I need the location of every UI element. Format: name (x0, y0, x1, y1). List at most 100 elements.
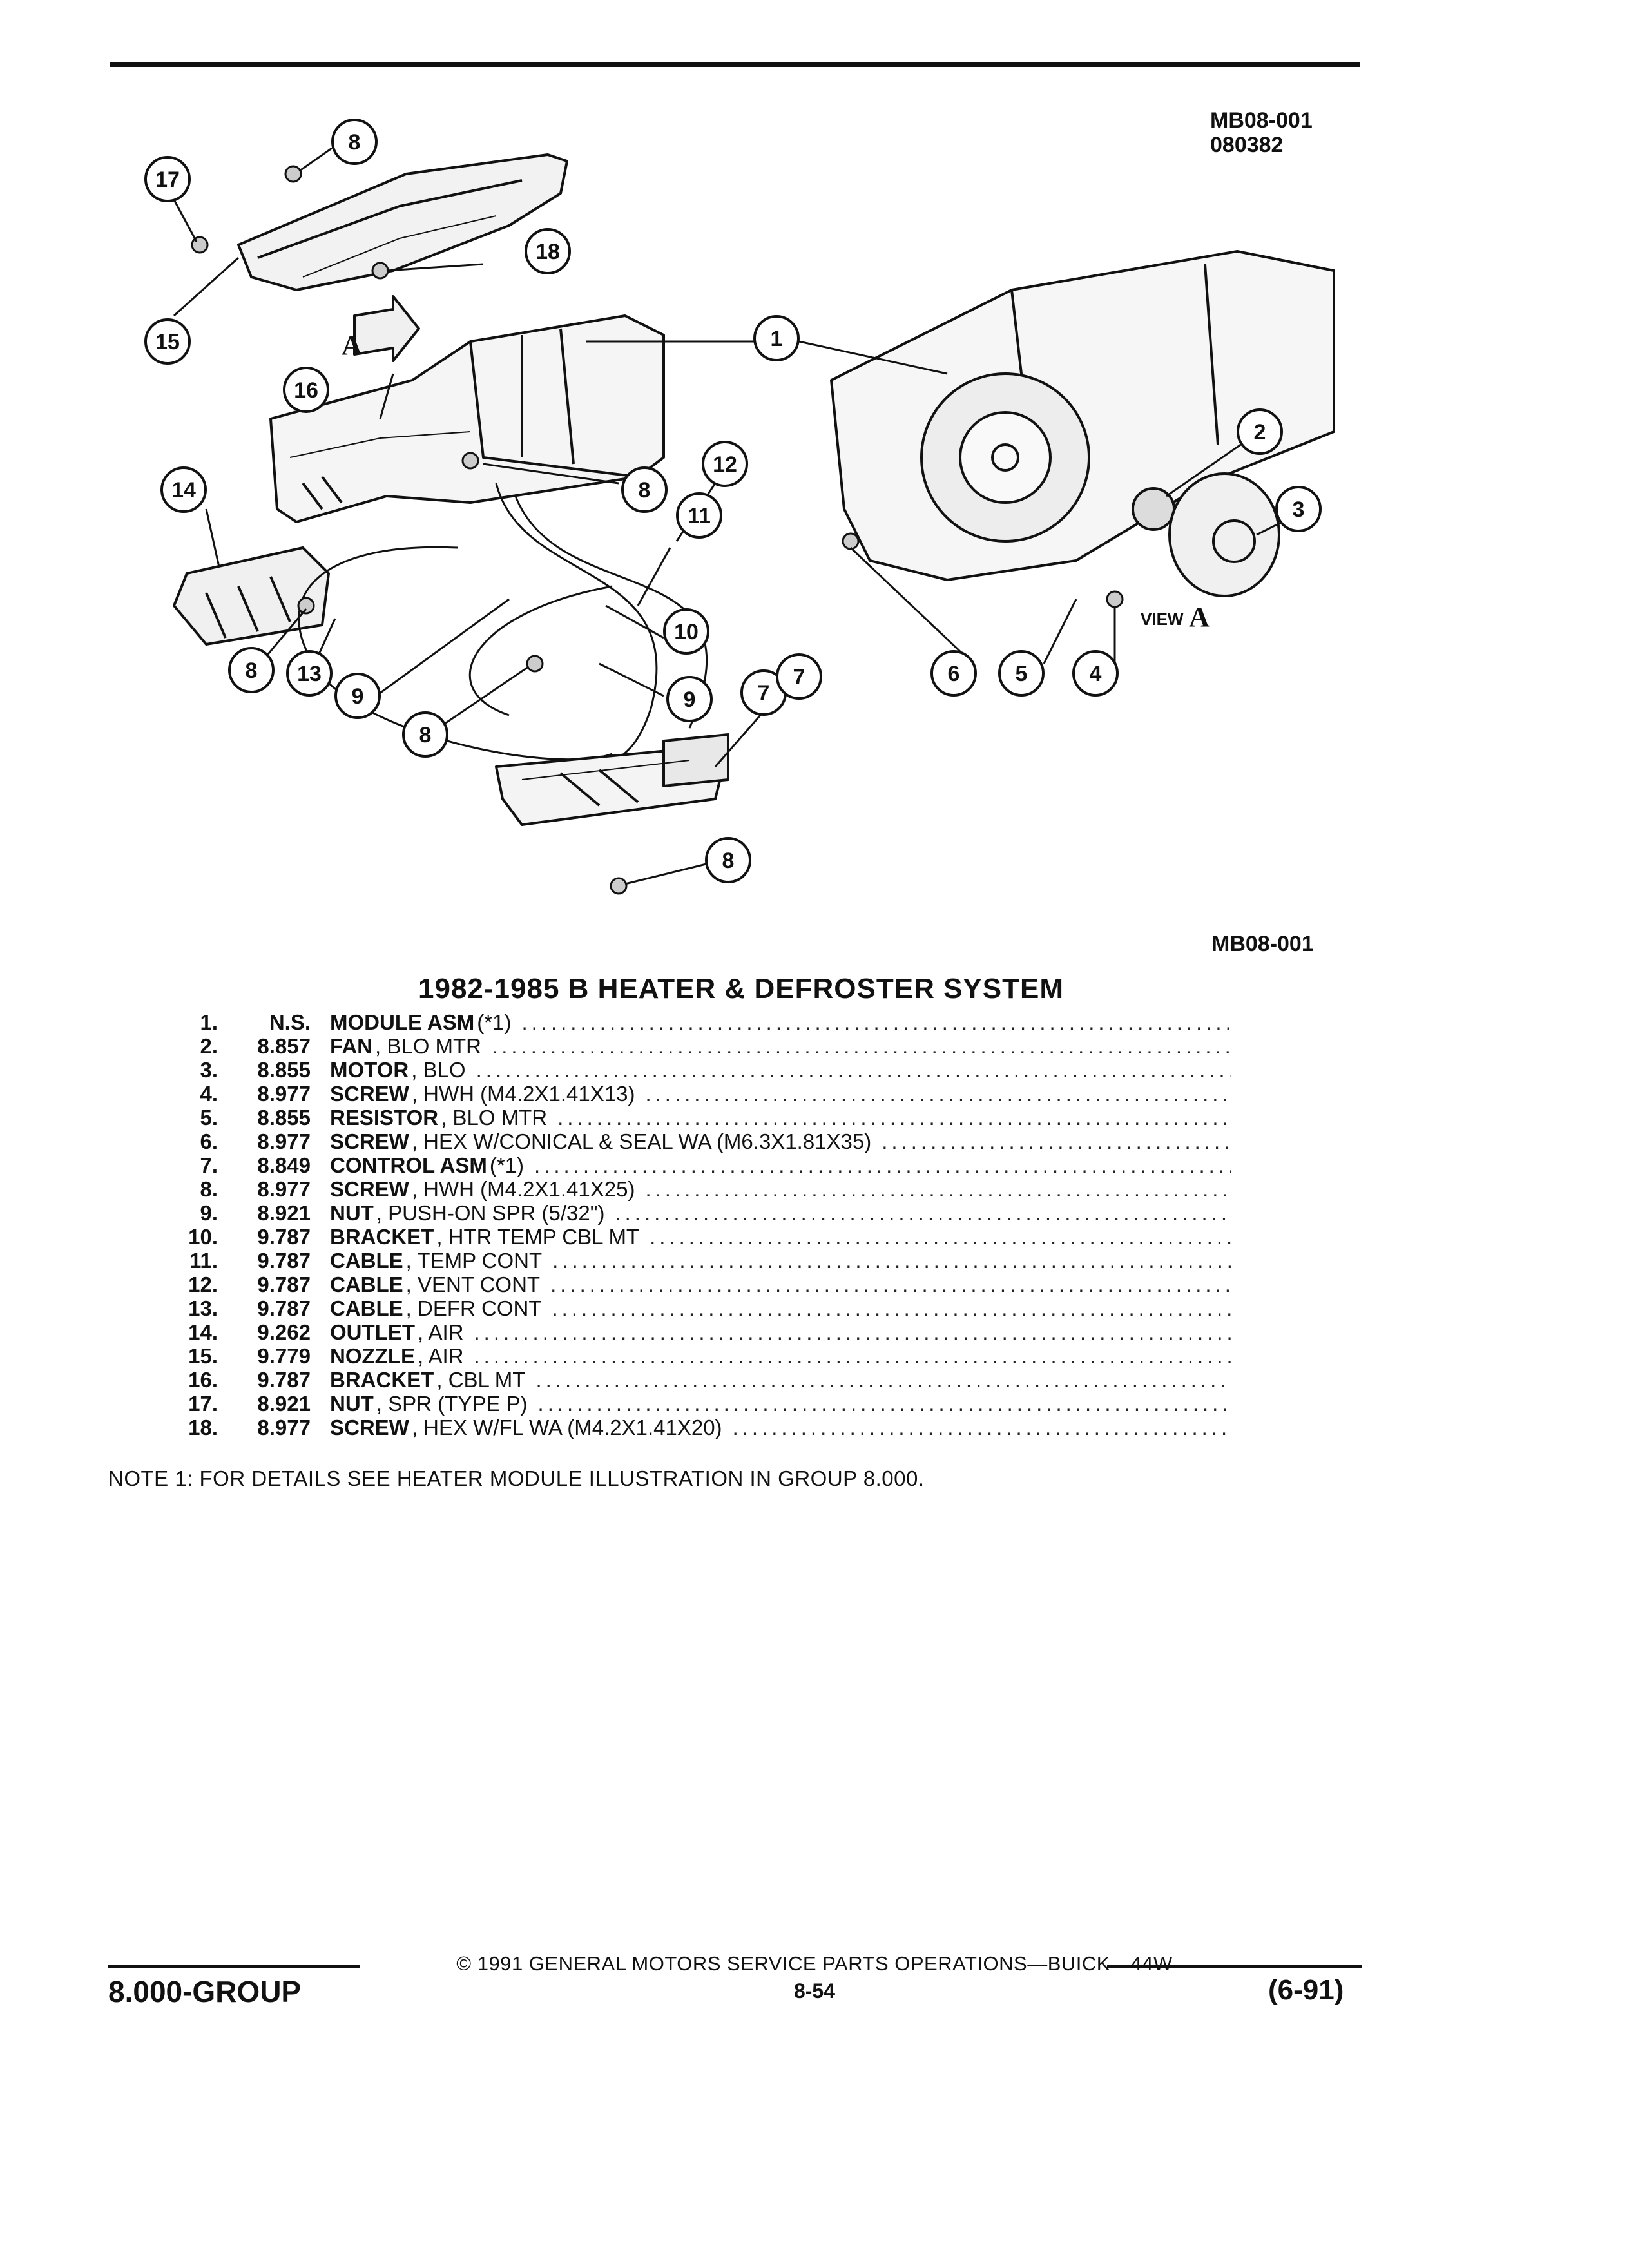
part-group: 8.977 (257, 1177, 311, 1201)
part-group: 9.779 (257, 1344, 311, 1368)
part-desc: , BLO MTR (441, 1106, 548, 1129)
part-group: 8.855 (257, 1058, 311, 1082)
footer-rule (108, 1965, 1362, 1968)
callout-17: 17 (155, 168, 180, 192)
part-row: 1.N.S.MODULE ASM(*1) (148, 1010, 1231, 1034)
part-desc: , DEFR CONT (405, 1296, 542, 1320)
callout-13: 13 (297, 662, 322, 686)
leader-dots (882, 1129, 1231, 1154)
leader-dots (550, 1273, 1231, 1297)
part-desc: , BLO MTR (375, 1034, 482, 1058)
leader-dots (476, 1058, 1231, 1082)
leader-dots (552, 1296, 1231, 1321)
callout-18: 18 (535, 240, 560, 264)
part-number: 10. (188, 1225, 218, 1249)
part-name: BRACKET (330, 1225, 434, 1249)
part-name: RESISTOR (330, 1106, 439, 1129)
part-name: SCREW (330, 1416, 409, 1439)
page-number: 8-54 (793, 1979, 836, 2003)
part-group: 8.849 (257, 1153, 311, 1177)
leader-dots (557, 1106, 1231, 1130)
part-name: OUTLET (330, 1320, 415, 1344)
part-name: SCREW (330, 1129, 409, 1153)
part-name: BRACKET (330, 1368, 434, 1392)
part-number: 15. (188, 1344, 218, 1368)
leader-dots (474, 1344, 1231, 1369)
leader-dots (521, 1010, 1231, 1035)
part-group: 9.787 (257, 1273, 311, 1296)
callout-6: 6 (948, 662, 960, 686)
top-rule (110, 62, 1360, 67)
part-number: 16. (188, 1368, 218, 1392)
leader-dots (615, 1201, 1231, 1225)
part-desc: , SPR (TYPE P) (376, 1392, 528, 1416)
view-a-letter-right: A (1189, 601, 1210, 633)
part-group: 9.787 (257, 1225, 311, 1249)
callout-7: 7 (758, 681, 770, 706)
part-desc: (*1) (489, 1153, 525, 1177)
part-name: CABLE (330, 1249, 403, 1273)
module-assembly-shape (269, 314, 665, 523)
leader-dots (733, 1416, 1231, 1440)
callout-8c: 8 (246, 658, 258, 683)
part-number: 2. (200, 1034, 218, 1058)
part-group: 8.977 (257, 1416, 311, 1439)
callout-7b: 7 (793, 665, 805, 689)
part-group: 8.857 (257, 1034, 311, 1058)
callout-8b: 8 (639, 478, 651, 503)
leader-dots (535, 1368, 1231, 1392)
part-group: 8.921 (257, 1392, 311, 1416)
part-number: 11. (189, 1249, 218, 1273)
leader-dots (474, 1320, 1231, 1345)
callout-1: 1 (771, 327, 783, 351)
callout-8: 8 (349, 130, 361, 155)
part-name: NUT (330, 1201, 374, 1225)
part-desc: , HEX W/CONICAL & SEAL WA (M6.3X1.81X35) (411, 1129, 872, 1153)
part-number: 12. (188, 1273, 218, 1296)
part-number: 1. (200, 1010, 218, 1034)
part-desc: , BLO (411, 1058, 466, 1082)
part-desc: (*1) (477, 1010, 512, 1034)
leader-dots (645, 1082, 1231, 1106)
callout-12: 12 (713, 452, 737, 477)
part-name: CABLE (330, 1296, 403, 1320)
part-desc: , HWH (M4.2X1.41X25) (411, 1177, 635, 1201)
part-desc: , AIR (417, 1320, 464, 1344)
leader-dots (650, 1225, 1231, 1249)
part-desc: , AIR (417, 1344, 464, 1368)
callout-8d: 8 (419, 723, 432, 747)
part-group: 9.787 (257, 1296, 311, 1320)
leader-dots (534, 1153, 1231, 1178)
control-cables (298, 483, 708, 768)
callout-11: 11 (688, 504, 711, 528)
part-number: 9. (200, 1201, 218, 1225)
part-number: 6. (200, 1129, 218, 1153)
part-name: SCREW (330, 1082, 409, 1106)
part-name: NUT (330, 1392, 374, 1416)
part-desc: , CBL MT (436, 1368, 526, 1392)
revision-date: (6-91) (1268, 1974, 1344, 2006)
callout-circles (144, 119, 1322, 883)
part-desc: , HEX W/FL WA (M4.2X1.41X20) (411, 1416, 722, 1439)
part-group: 8.977 (257, 1082, 311, 1106)
leader-dots (492, 1034, 1231, 1059)
callout-2: 2 (1254, 420, 1266, 445)
part-group: 9.787 (257, 1249, 311, 1273)
callout-3: 3 (1293, 497, 1305, 522)
part-name: SCREW (330, 1177, 409, 1201)
part-number: 5. (200, 1106, 218, 1129)
part-desc: , PUSH-ON SPR (5/32") (376, 1201, 605, 1225)
callout-9: 9 (684, 687, 696, 712)
part-desc: , VENT CONT (405, 1273, 541, 1296)
